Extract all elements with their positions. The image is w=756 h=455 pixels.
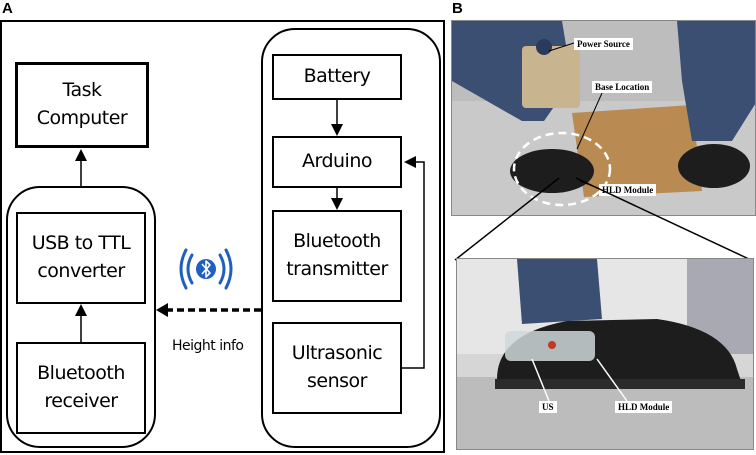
arrow-height-info-head [156, 303, 168, 317]
top-photo: Power Source Base Location HLD Module [451, 20, 756, 216]
battery-block: Battery [272, 54, 402, 100]
task-computer-block: Task Computer [15, 62, 149, 148]
panel-a-letter: A [2, 0, 13, 17]
bottom-photo-illustration [457, 259, 753, 449]
power-source-label: Power Source [574, 38, 633, 50]
zoom-lines [454, 177, 752, 261]
usb-ttl-converter-block: USB to TTL converter [16, 212, 146, 304]
bottom-photo: US HLD Module [456, 258, 754, 450]
base-location-label: Base Location [592, 81, 653, 93]
bluetooth-wireless-icon [179, 248, 233, 290]
ultrasonic-sensor-block: Ultrasonic sensor [272, 322, 402, 414]
bluetooth-transmitter-block: Bluetooth transmitter [272, 210, 402, 302]
bluetooth-receiver-block: Bluetooth receiver [16, 342, 146, 434]
block-diagram-panel: Task Computer USB to TTL converter Bluet… [0, 20, 445, 453]
arduino-block: Arduino [272, 136, 402, 188]
panel-b-letter: B [452, 0, 463, 17]
us-label: US [539, 401, 557, 413]
top-photo-illustration [452, 21, 755, 215]
hld-module-label-bottom: HLD Module [615, 401, 673, 413]
hld-module-label-top: HLD Module [599, 184, 657, 196]
height-info-label: Height info [172, 338, 244, 354]
receiver-group [6, 186, 156, 448]
wearable-group [261, 28, 441, 448]
